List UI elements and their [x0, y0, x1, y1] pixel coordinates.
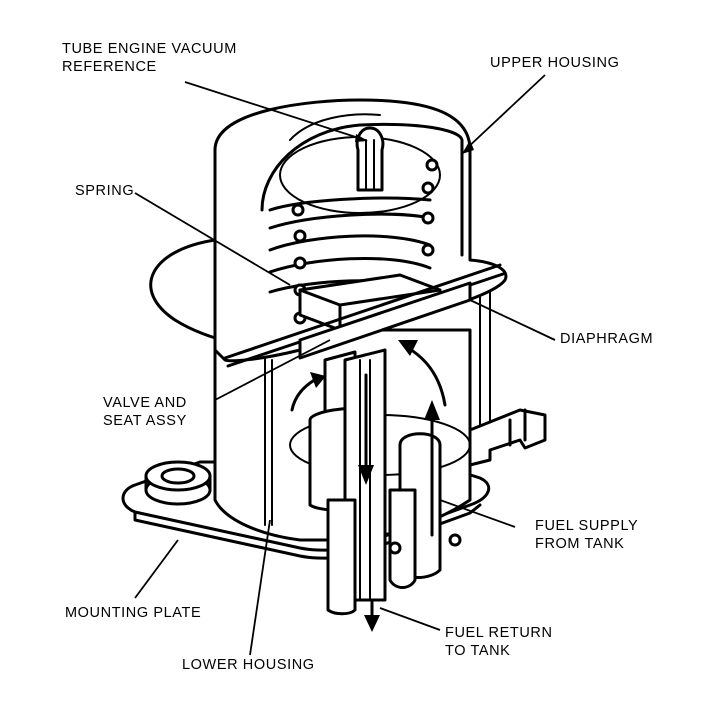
label-spring: SPRING [75, 183, 135, 199]
label-valve-and-seat-assy: VALVE AND SEAT ASSY [103, 395, 187, 429]
label-upper-housing: UPPER HOUSING [490, 55, 620, 71]
curved-flow-arrow-left-icon [310, 372, 326, 388]
label-fuel-supply-from-tank: FUEL SUPPLY FROM TANK [535, 518, 639, 552]
fuel-down-arrow-icon [358, 465, 374, 485]
mounting-boss [144, 460, 212, 506]
fuel-return-arrow-icon [364, 615, 380, 632]
label-tube-engine-vacuum-reference: TUBE ENGINE VACUUM REFERENCE [62, 41, 237, 75]
leader-lines [134, 74, 556, 656]
fuel-up-arrow-icon [424, 400, 440, 420]
side-bracket [468, 408, 547, 467]
spring [268, 158, 439, 325]
vacuum-tube [355, 126, 385, 192]
label-diaphragm: DIAPHRAGM [560, 331, 654, 347]
curved-flow-arrow-icon [398, 340, 418, 356]
flow-arrows [290, 340, 447, 632]
label-fuel-return-to-tank: FUEL RETURN TO TANK [445, 625, 553, 659]
label-lower-housing: LOWER HOUSING [182, 657, 315, 673]
label-mounting-plate: MOUNTING PLATE [65, 605, 202, 621]
